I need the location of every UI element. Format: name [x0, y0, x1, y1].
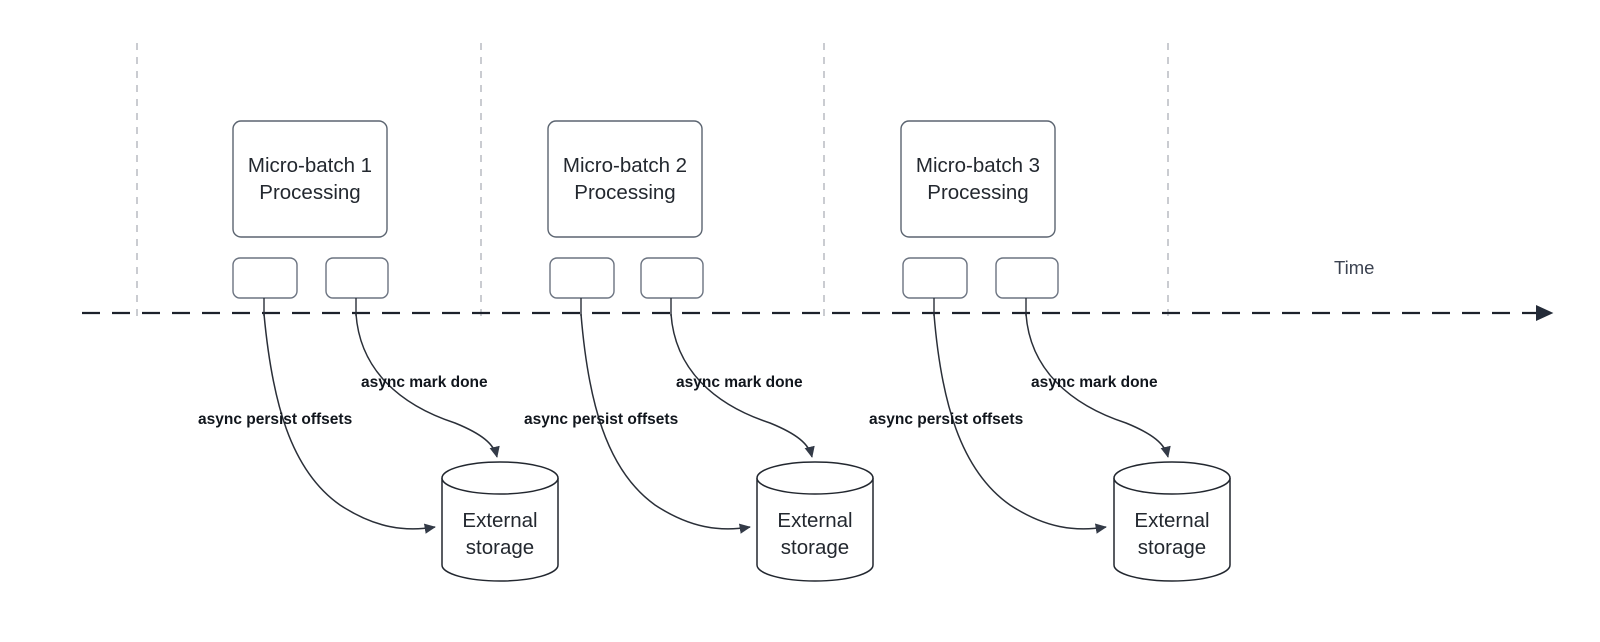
micro-batch-box-2[interactable] — [547, 120, 703, 238]
external-storage-body-3 — [1113, 478, 1231, 582]
external-storage-1[interactable]: External storage — [441, 461, 559, 582]
external-storage-body-1 — [441, 478, 559, 582]
external-storage-3[interactable]: External storage — [1113, 461, 1231, 582]
external-storage-label-2-line2: storage — [781, 536, 849, 559]
time-axis-label: Time — [1334, 257, 1374, 278]
external-storage-2[interactable]: External storage — [756, 461, 874, 582]
external-storage-label-3-line2: storage — [1138, 536, 1206, 559]
group-1: Micro-batch 1 Processing async persist o… — [198, 120, 559, 582]
mark-done-label-3: async mark done — [1031, 374, 1158, 391]
task-box-3b[interactable] — [995, 257, 1059, 299]
group-2: Micro-batch 2 Processing async persist o… — [524, 120, 874, 582]
mark-done-curve-3 — [1025, 313, 1171, 458]
micro-batch-label-3-line1: Micro-batch 3 — [916, 154, 1040, 177]
external-storage-label-1-line2: storage — [466, 536, 534, 559]
external-storage-label-1-line1: External — [462, 509, 537, 532]
external-storage-label-2-line1: External — [777, 509, 852, 532]
task-box-3a[interactable] — [902, 257, 968, 299]
persist-offsets-label-2: async persist offsets — [524, 411, 678, 428]
persist-offsets-curve-3 — [933, 313, 1107, 534]
external-storage-top-2 — [756, 461, 874, 495]
micro-batch-box-1[interactable] — [232, 120, 388, 238]
separator-lines — [136, 43, 1169, 316]
external-storage-top-3 — [1113, 461, 1231, 495]
micro-batch-box-3[interactable] — [900, 120, 1056, 238]
mark-done-label-1: async mark done — [361, 374, 488, 391]
external-storage-label-3-line1: External — [1134, 509, 1209, 532]
mark-done-curve-2 — [670, 313, 815, 458]
task-box-1b[interactable] — [325, 257, 389, 299]
persist-offsets-curve-2 — [580, 313, 751, 534]
external-storage-body-2 — [756, 478, 874, 582]
time-axis: Time — [82, 257, 1554, 322]
external-storage-top-1 — [441, 461, 559, 495]
micro-batch-label-1-line1: Micro-batch 1 — [248, 154, 372, 177]
persist-offsets-curve-1 — [263, 313, 436, 534]
mark-done-curve-1 — [355, 313, 500, 458]
persist-offsets-label-3: async persist offsets — [869, 411, 1023, 428]
persist-offsets-label-1: async persist offsets — [198, 411, 352, 428]
micro-batch-label-1-line2: Processing — [259, 181, 360, 204]
micro-batch-label-2-line1: Micro-batch 2 — [563, 154, 687, 177]
group-3: Micro-batch 3 Processing async persist o… — [869, 120, 1231, 582]
task-box-2a[interactable] — [549, 257, 615, 299]
micro-batch-label-3-line2: Processing — [927, 181, 1028, 204]
micro-batch-label-2-line2: Processing — [574, 181, 675, 204]
task-box-1a[interactable] — [232, 257, 298, 299]
task-box-2b[interactable] — [640, 257, 704, 299]
mark-done-label-2: async mark done — [676, 374, 803, 391]
